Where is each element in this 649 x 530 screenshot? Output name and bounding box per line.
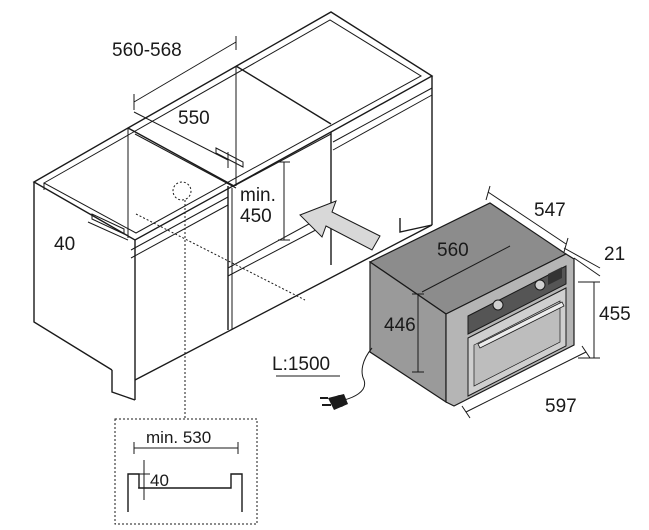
oven-window [473,300,561,387]
detail-frame [114,418,258,525]
kitchen-cabinet [32,11,434,420]
dim-oven-inner-width: 560 [437,240,469,261]
oven-knob-right-icon [534,279,546,291]
cabinet-front [33,66,433,401]
cabinet-top-rim [32,11,434,241]
socket-marker [172,181,192,201]
power-cable: L:1500 [272,347,373,410]
oven-dimensions: 547 560 21 455 446 597 [384,185,631,419]
dim-cabinet-total-width: 560-568 [112,40,182,61]
oven-door-handle [477,301,565,349]
oven-appliance [368,202,575,407]
dim-oven-inner-height: 446 [384,315,416,336]
dim-side-offset: 40 [54,234,75,255]
detail-profile [127,473,243,512]
rail-front [91,213,125,235]
power-plug-icon [320,394,348,410]
dim-min-label: min. [240,185,276,206]
cable-length-label: L:1500 [272,354,330,375]
rail-left [215,147,244,168]
dim-min-height: 450 [240,206,272,227]
detail-min-depth: min. 530 [146,428,211,447]
detail-inset: min. 530 40 [114,418,258,525]
dim-front-thickness: 21 [604,244,625,265]
detail-offset: 40 [150,471,169,490]
cabinet-dimensions: 560-568 550 min. 450 40 [54,36,290,255]
dim-oven-width: 597 [545,396,577,417]
dim-oven-height: 455 [599,304,631,325]
insertion-arrow-icon [299,200,381,251]
oven-display [548,267,562,285]
dim-oven-depth: 547 [534,200,566,221]
oven-knob-left-icon [492,299,504,311]
dim-cabinet-inner-width: 550 [178,108,210,129]
